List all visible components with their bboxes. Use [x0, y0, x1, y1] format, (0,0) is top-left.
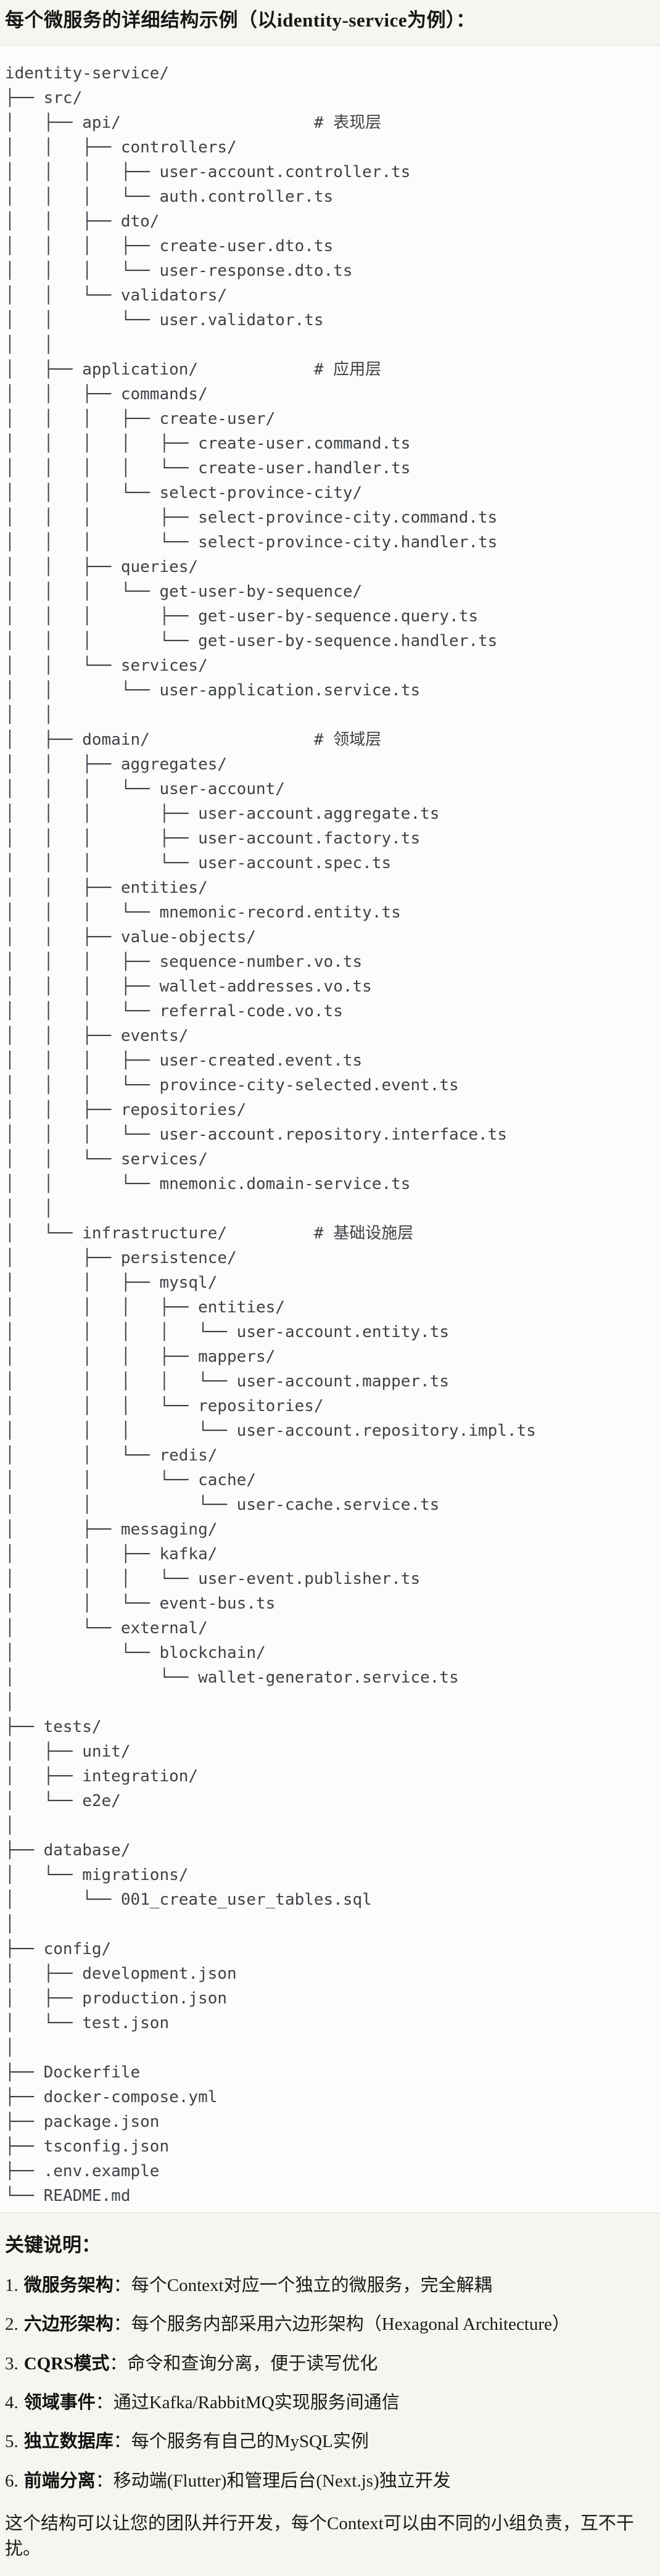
note-term: CQRS模式	[23, 2353, 110, 2374]
note-text: ：每个服务内部采用六边形架构（Hexagonal Architecture）	[113, 2314, 570, 2335]
note-item-hexagonal: 2.六边形架构：每个服务内部采用六边形架构（Hexagonal Architec…	[5, 2314, 656, 2335]
directory-tree-code-block: identity-service/ ├── src/ │ ├── api/ # …	[0, 44, 660, 2213]
note-number: 6.	[5, 2470, 19, 2491]
directory-tree: identity-service/ ├── src/ │ ├── api/ # …	[5, 64, 536, 2205]
note-number: 1.	[5, 2275, 19, 2295]
notes-heading: 关键说明：	[5, 2234, 101, 2256]
note-term: 微服务架构	[23, 2275, 113, 2295]
note-number: 5.	[5, 2432, 19, 2452]
note-number: 4.	[5, 2392, 19, 2412]
note-item-independent-db: 5.独立数据库：每个服务有自己的MySQL实例	[5, 2432, 656, 2452]
page-header: 每个微服务的详细结构示例（以identity-service为例）：	[0, 0, 660, 33]
note-text: ：移动端(Flutter)和管理后台(Next.js)独立开发	[95, 2470, 451, 2491]
note-text: ：每个服务有自己的MySQL实例	[113, 2432, 369, 2452]
note-item-microservices: 1.微服务架构：每个Context对应一个独立的微服务，完全解耦	[5, 2276, 656, 2296]
notes-section: 关键说明： 1.微服务架构：每个Context对应一个独立的微服务，完全解耦 2…	[0, 2234, 660, 2576]
note-text: ：每个Context对应一个独立的微服务，完全解耦	[113, 2275, 492, 2295]
note-text: ：命令和查询分离，便于读写优化	[109, 2353, 378, 2374]
note-item-cqrs: 3.CQRS模式：命令和查询分离，便于读写优化	[5, 2354, 656, 2374]
note-item-domain-events: 4.领域事件：通过Kafka/RabbitMQ实现服务间通信	[5, 2393, 656, 2413]
closing-paragraph: 这个结构可以让您的团队并行开发，每个Context可以由不同的小组负责，互不干扰…	[5, 2514, 634, 2559]
note-number: 2.	[5, 2314, 19, 2335]
page-title: 每个微服务的详细结构示例（以identity-service为例）：	[5, 9, 476, 31]
note-term: 六边形架构	[23, 2314, 113, 2335]
note-term: 前端分离	[23, 2470, 96, 2491]
note-term: 独立数据库	[23, 2432, 113, 2452]
note-number: 3.	[5, 2353, 19, 2374]
note-text: ：通过Kafka/RabbitMQ实现服务间通信	[95, 2392, 400, 2412]
notes-list: 1.微服务架构：每个Context对应一个独立的微服务，完全解耦 2.六边形架构…	[4, 2276, 656, 2491]
note-item-frontend-separation: 6.前端分离：移动端(Flutter)和管理后台(Next.js)独立开发	[5, 2471, 656, 2491]
note-term: 领域事件	[23, 2392, 96, 2412]
